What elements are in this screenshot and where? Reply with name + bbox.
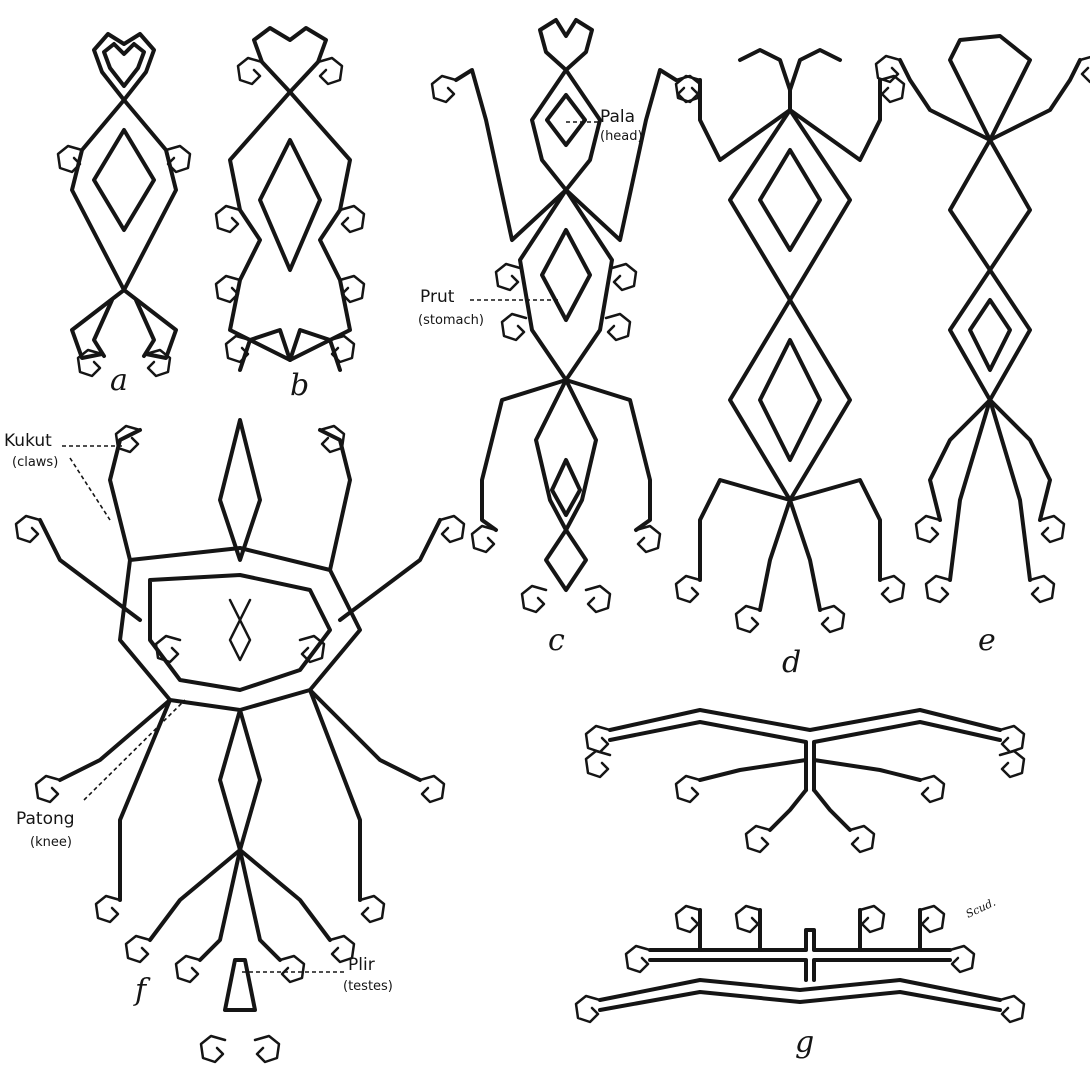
figure-letter: f: [133, 973, 151, 1008]
figure-g-lower: g Scud.: [576, 896, 1024, 1060]
figure-b: b: [216, 28, 364, 403]
figure-e: e: [876, 36, 1090, 658]
pala-label: Pala: [600, 107, 635, 127]
figure-a: a: [58, 34, 190, 398]
figure-letter: a: [110, 363, 128, 398]
prut-label: Prut: [420, 287, 455, 307]
figure-f: f Kukut (claws) Patong (knee) Plir (test…: [4, 420, 464, 1062]
figure-letter: e: [978, 623, 996, 658]
figure-g-upper: [586, 710, 1024, 852]
patong-label: Patong: [16, 809, 75, 829]
figure-letter: b: [290, 368, 309, 403]
kukut-leader: [62, 446, 122, 520]
figure-d: d: [676, 50, 904, 680]
figure-letter: d: [782, 645, 801, 680]
prut-gloss: (stomach): [418, 313, 484, 328]
plir-gloss: (testes): [343, 979, 393, 994]
figure-c: c Pala (head) Prut (stomach): [418, 20, 700, 658]
kukut-label: Kukut: [4, 431, 52, 451]
figure-letter: g: [795, 1025, 814, 1060]
plir-label: Plir: [348, 955, 375, 975]
kukut-gloss: (claws): [12, 455, 58, 470]
patong-gloss: (knee): [30, 835, 72, 850]
pala-gloss: (head): [600, 129, 643, 144]
figure-letter: c: [548, 623, 565, 658]
artist-signature: Scud.: [964, 896, 998, 921]
